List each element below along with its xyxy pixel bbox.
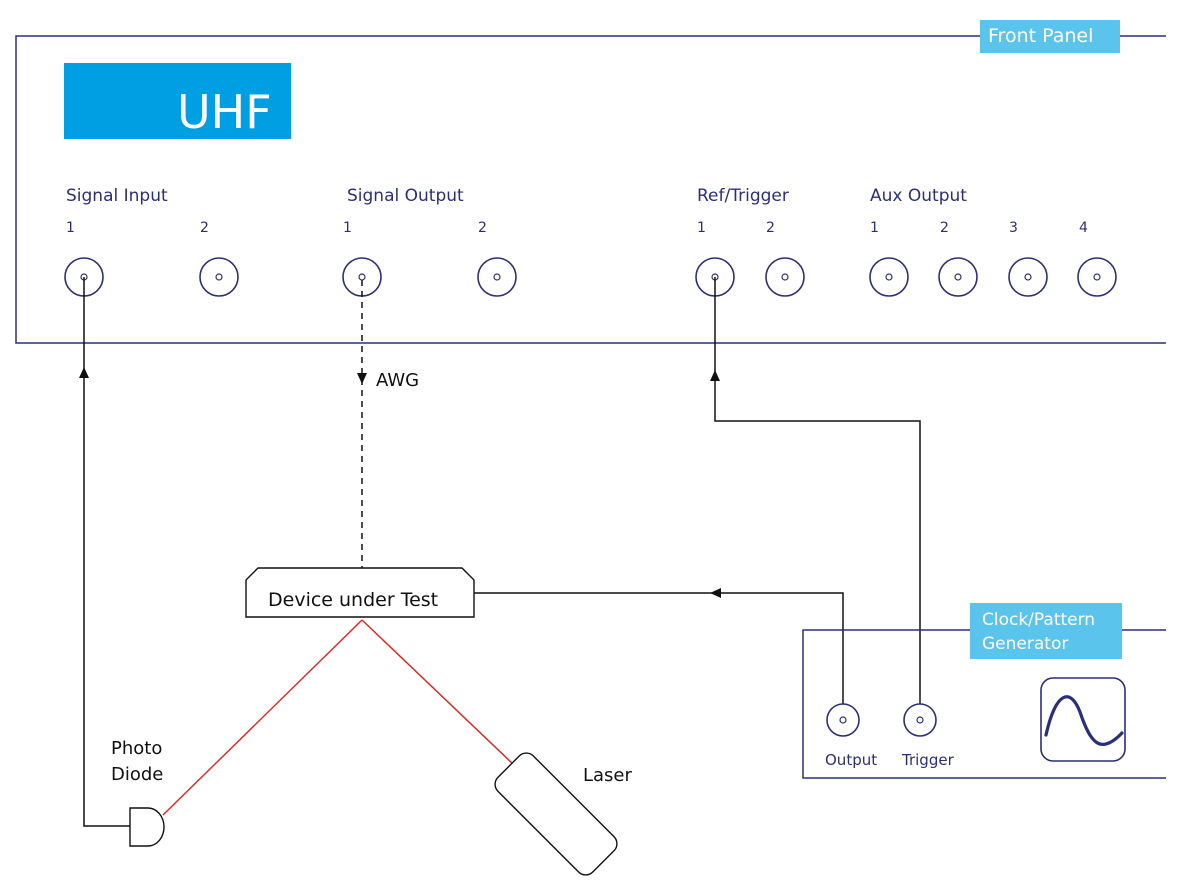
generator-output-connector[interactable] bbox=[826, 703, 860, 737]
generator-trigger-connector[interactable] bbox=[903, 703, 937, 737]
aux-output-4-connector[interactable] bbox=[1077, 257, 1117, 297]
laser-beam-to-diode bbox=[162, 619, 363, 816]
generator-badge bbox=[970, 603, 1122, 659]
trigger-to-ref-wire bbox=[714, 277, 921, 720]
signal-output-label: Signal Output bbox=[347, 186, 464, 206]
front-panel-badge bbox=[980, 20, 1120, 53]
generator-title-line2: Generator bbox=[982, 634, 1068, 654]
signal-output-2-connector[interactable] bbox=[477, 257, 517, 297]
photo-diode-label-line2: Diode bbox=[111, 764, 163, 785]
laser-beam-from-laser bbox=[361, 619, 516, 767]
signal-input-label: Signal Input bbox=[66, 186, 168, 206]
photo-diode-label-line1: Photo bbox=[111, 738, 162, 759]
front-panel-title: Front Panel bbox=[988, 25, 1093, 47]
aux-output-ch4: 4 bbox=[1079, 220, 1088, 236]
aux-output-ch2: 2 bbox=[940, 220, 949, 236]
signal-output-ch1: 1 bbox=[343, 220, 352, 236]
aux-output-ch3: 3 bbox=[1009, 220, 1018, 236]
signal-input-ch1: 1 bbox=[66, 220, 75, 236]
signal-input-2-connector[interactable] bbox=[199, 257, 239, 297]
aux-output-ch1: 1 bbox=[870, 220, 879, 236]
generator-output-to-dut-wire bbox=[474, 592, 844, 720]
aux-output-1-connector[interactable] bbox=[869, 257, 909, 297]
generator-output-label: Output bbox=[825, 751, 877, 769]
aux-output-label: Aux Output bbox=[870, 186, 967, 206]
signal-output-ch2: 2 bbox=[478, 220, 487, 236]
front-panel-border bbox=[15, 35, 1166, 344]
generator-title-line1: Clock/Pattern bbox=[982, 610, 1095, 630]
dut-input-arrow bbox=[710, 588, 721, 598]
clock-pattern-generator: Clock/Pattern Generator Output Trigger bbox=[802, 603, 1166, 779]
signal-input-ch2: 2 bbox=[200, 220, 209, 236]
ref-trigger-ch2: 2 bbox=[766, 220, 775, 236]
aux-output-2-connector[interactable] bbox=[938, 257, 978, 297]
sine-wave-icon bbox=[1040, 677, 1126, 762]
ref-trigger-2-connector[interactable] bbox=[765, 257, 805, 297]
ref-trigger-label: Ref/Trigger bbox=[697, 186, 789, 206]
laser-label: Laser bbox=[583, 765, 633, 786]
signal-output-1-connector[interactable] bbox=[342, 257, 382, 297]
device-under-test: Device under Test bbox=[245, 567, 475, 618]
uhf-logo bbox=[64, 63, 291, 139]
ref-trigger-arrow bbox=[710, 370, 720, 381]
front-panel: Front Panel UHF Signal Input Signal Outp… bbox=[15, 20, 1166, 344]
dut-label: Device under Test bbox=[268, 589, 438, 611]
photodiode-to-signal-input-wire bbox=[83, 277, 130, 827]
awg-label: AWG bbox=[376, 370, 419, 391]
signal-input-arrow bbox=[79, 367, 89, 378]
photo-diode: Photo Diode bbox=[111, 738, 165, 847]
generator-trigger-label: Trigger bbox=[901, 751, 955, 769]
ref-trigger-ch1: 1 bbox=[697, 220, 706, 236]
awg-arrow bbox=[357, 373, 367, 384]
aux-output-3-connector[interactable] bbox=[1008, 257, 1048, 297]
uhf-logo-text: UHF bbox=[177, 85, 272, 139]
generator-border bbox=[802, 629, 1166, 779]
laser: Laser bbox=[494, 752, 633, 876]
